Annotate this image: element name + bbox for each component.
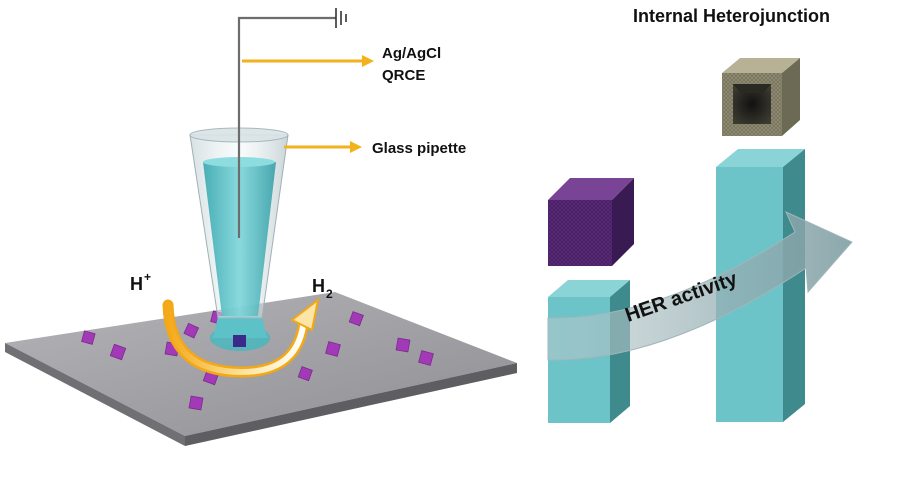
electrode-label-line2: QRCE [382,67,425,84]
page-title: Internal Heterojunction [633,6,830,26]
curved-arrow-icon [162,297,320,378]
probed-nanocube [233,335,246,347]
ground-symbol-icon [335,8,347,28]
svg-text:H: H [130,274,143,294]
product-label: H 2 [312,276,333,301]
substrate-plate [5,292,517,446]
hollow-cube-icon [722,58,800,136]
pipette-label: Glass pipette [372,140,466,157]
nanocubes [81,310,434,411]
qrce-electrode [237,8,347,238]
reactant-label: H + [130,270,151,294]
callout-arrow-electrode [242,55,374,67]
svg-text:+: + [144,270,151,284]
electrode-label-line1: Ag/AgCl [382,45,441,62]
solid-cube-icon [548,178,634,266]
svg-text:2: 2 [326,287,333,301]
svg-text:H: H [312,276,325,296]
her-activity-arrow [547,210,853,361]
meniscus-droplet [210,316,270,351]
callout-arrow-pipette [284,141,362,153]
